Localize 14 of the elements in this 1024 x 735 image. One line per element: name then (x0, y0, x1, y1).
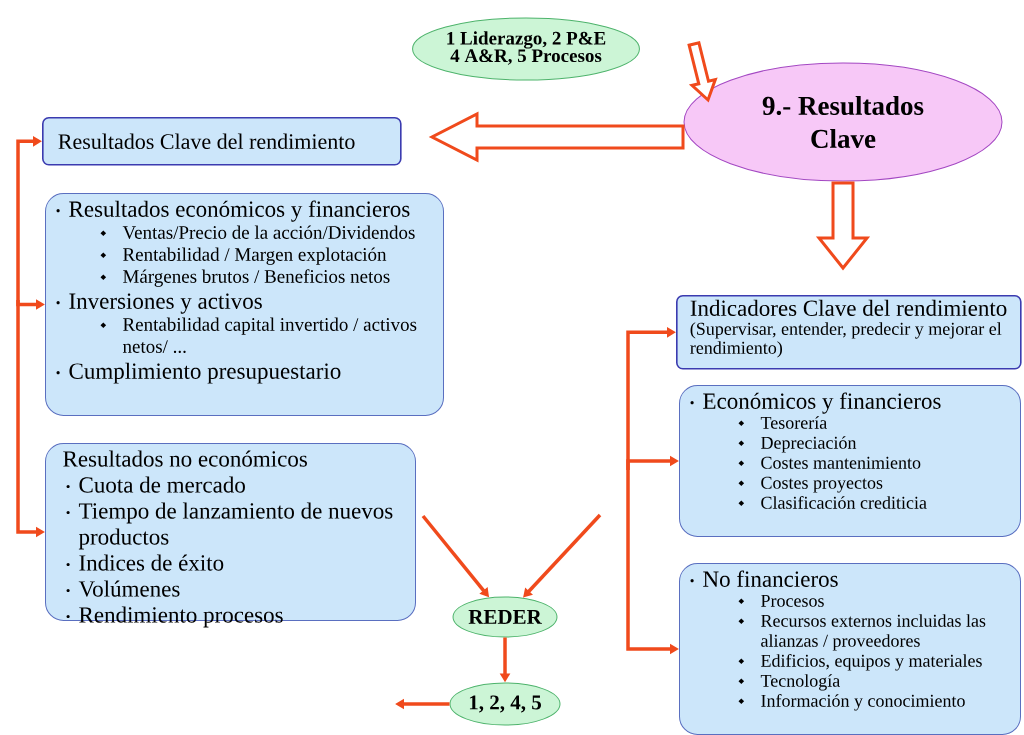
rounded-box: No financieros Procesos Recursos externos incluidas las alianzas / proveedores Edificios, equipos y materiales Tecnología Información y conocimiento (679, 563, 1021, 735)
rounded-box: Indicadores Clave del rendimiento (Supervisar, entender, predecir y mejorar el rendimiento) (676, 295, 1022, 370)
rounded-box: Resultados no económicos Cuota de mercado Tiempo de lanzamiento de nuevos productos Indices de éxito Volúmenes Rendimiento procesos (45, 443, 416, 628)
ellipse-node: 1, 2, 4, 5 (449, 682, 561, 726)
rounded-box: Resultados económicos y financieros Ventas/Precio de la acción/Dividendos Rentabilidad / Margen explotación Márgenes brutos / Beneficios netos Inversiones y activos Rentabilidad capital invertido / activos netos/ ... Cumplimiento presupuestario (45, 193, 444, 416)
arrow (523, 513, 602, 598)
ellipse-node: 9.- Resultados Clave (683, 62, 1003, 182)
ellipse-node: REDER (452, 596, 558, 638)
hollow-arrow (687, 41, 718, 103)
rounded-box: Resultados Clave del rendimiento (42, 117, 402, 166)
hollow-arrow (428, 111, 685, 163)
hollow-arrow (815, 181, 871, 271)
ellipse-node: 1 Liderazgo, 2 P&E 4 A&R, 5 Procesos (412, 17, 640, 81)
rounded-box: Económicos y financieros Tesorería Depreciación Costes mantenimiento Costes proyectos Clasificación crediticia (679, 385, 1021, 537)
